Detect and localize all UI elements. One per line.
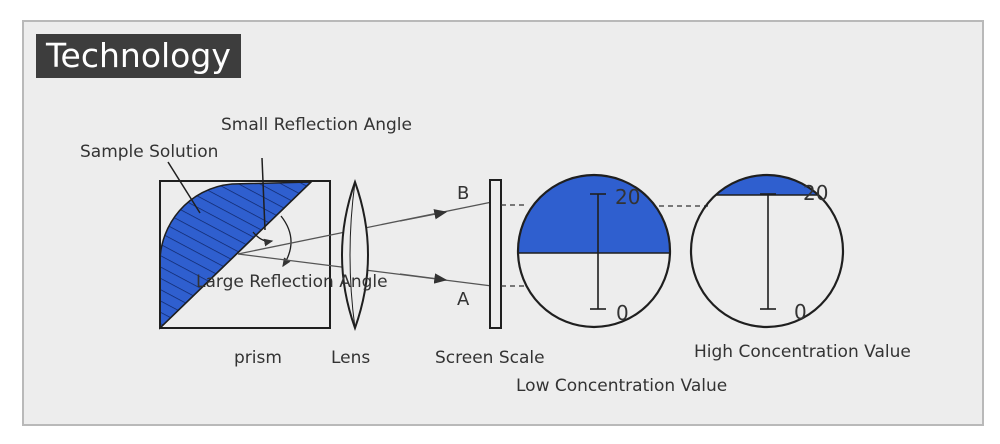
label-large-reflection-angle: Large Reflection Angle	[196, 272, 388, 292]
prism	[159, 180, 331, 330]
ray-b-arrow	[399, 209, 448, 222]
lens	[341, 179, 369, 331]
label-lens: Lens	[331, 348, 370, 368]
sample-solution-pointer	[167, 161, 201, 214]
high-scale-top-value: 20	[803, 181, 828, 205]
ray-a-arrow	[399, 273, 448, 284]
high-scale-bottom-value: 0	[794, 300, 807, 324]
label-prism: prism	[234, 348, 282, 368]
label-point-a: A	[457, 289, 470, 310]
label-screen-scale: Screen Scale	[435, 348, 545, 368]
label-point-b: B	[457, 183, 469, 204]
prism-diagonal	[159, 181, 312, 329]
small-reflection-angle-arc	[252, 231, 274, 247]
label-high-concentration-value: High Concentration Value	[694, 342, 911, 362]
low-concentration-fill	[518, 175, 670, 253]
label-small-reflection-angle: Small Reflection Angle	[221, 115, 412, 135]
small-angle-pointer	[261, 157, 266, 231]
prism-body	[159, 180, 331, 329]
label-low-concentration-value: Low Concentration Value	[516, 376, 727, 396]
screen-scale	[489, 179, 502, 329]
low-scale-bottom-value: 0	[616, 301, 629, 325]
low-concentration-scale	[516, 173, 672, 329]
label-sample-solution: Sample Solution	[80, 142, 218, 162]
section-title: Technology	[36, 34, 241, 78]
low-concentration-circle	[516, 173, 672, 329]
lens-inner-curve	[349, 181, 356, 329]
large-reflection-angle-arc	[280, 215, 292, 268]
high-concentration-circle	[689, 173, 845, 329]
low-scale-top-value: 20	[615, 185, 640, 209]
